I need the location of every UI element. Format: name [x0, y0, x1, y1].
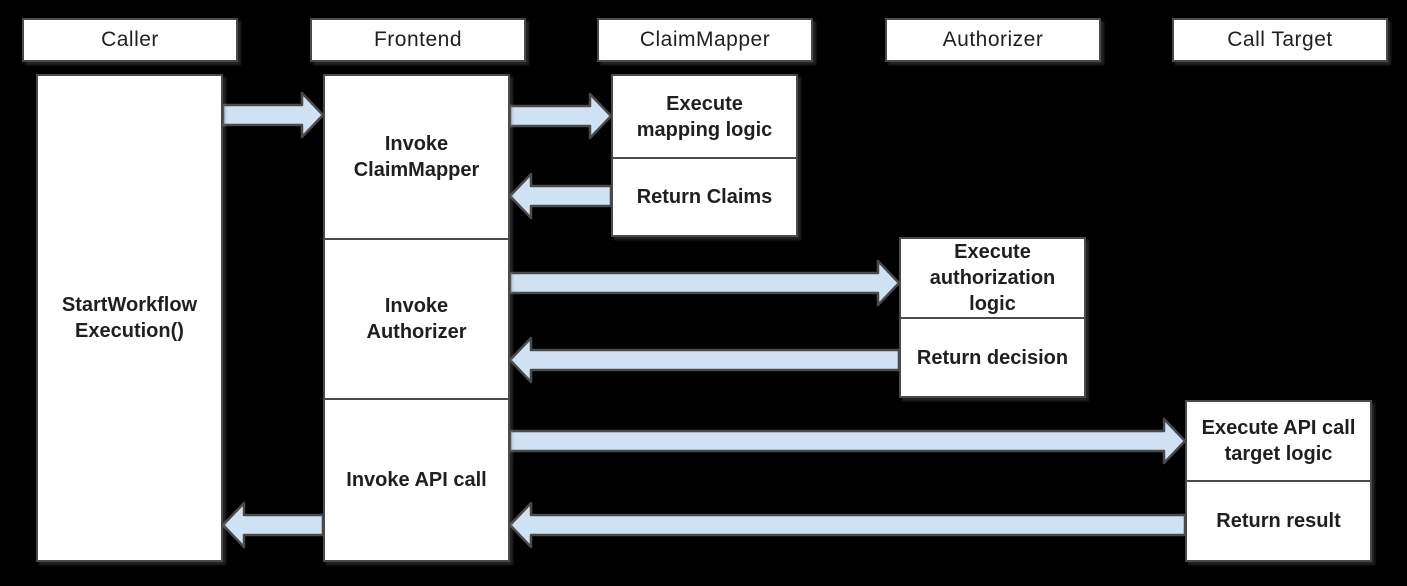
activation-label: Execute API call target logic — [1201, 417, 1356, 465]
activation-label: Return Claims — [636, 186, 773, 208]
activation-label: Return result — [1216, 510, 1341, 532]
arrow-authorizer-to-frontend-icon — [508, 336, 901, 384]
activation-label: StartWorkflow Execution() — [61, 294, 198, 342]
lifeline-label: Call Target — [1227, 28, 1333, 51]
lifeline-label: Authorizer — [942, 28, 1044, 51]
lifeline-label: Frontend — [373, 28, 463, 51]
lifeline-header-authorizer: Authorizer — [885, 18, 1101, 62]
lifeline-header-claimmapper: ClaimMapper — [597, 18, 813, 62]
arrow-frontend-to-authorizer-icon — [508, 259, 901, 307]
activation-section-invoke-authorizer: Invoke Authorizer — [325, 238, 508, 398]
activation-label: Invoke API call — [346, 469, 487, 491]
activation-caller: StartWorkflow Execution() — [36, 74, 223, 562]
lifeline-header-calltarget: Call Target — [1172, 18, 1388, 62]
activation-section-return-result: Return result — [1187, 480, 1370, 560]
activation-section-execute-api-call-target-logic: Execute API call target logic — [1187, 402, 1370, 480]
lifeline-label: ClaimMapper — [639, 28, 771, 51]
activation-section-execute-authorization-logic: Execute authorization logic — [901, 239, 1084, 317]
activation-section-return-claims: Return Claims — [613, 157, 796, 235]
activation-section-invoke-claimmapper: Invoke ClaimMapper — [325, 76, 508, 238]
arrow-frontend-to-calltarget-icon — [508, 417, 1187, 465]
activation-section-return-decision: Return decision — [901, 317, 1084, 396]
activation-calltarget: Execute API call target logic Return res… — [1185, 400, 1372, 562]
arrow-calltarget-to-frontend-icon — [508, 501, 1187, 549]
arrow-claimmapper-to-frontend-icon — [508, 172, 613, 220]
arrow-frontend-to-claimmapper-icon — [508, 92, 613, 140]
activation-section-execute-mapping-logic: Execute mapping logic — [613, 76, 796, 157]
activation-label: Invoke ClaimMapper — [353, 133, 480, 181]
activation-section-invoke-api-call: Invoke API call — [325, 398, 508, 560]
arrow-caller-to-frontend-icon — [221, 91, 325, 139]
activation-label: Invoke Authorizer — [366, 295, 467, 343]
lifeline-header-caller: Caller — [22, 18, 238, 62]
activation-label: Execute mapping logic — [636, 92, 773, 141]
lifeline-label: Caller — [101, 28, 159, 51]
activation-label: Execute authorization logic — [929, 241, 1056, 315]
activation-section-startworkflow: StartWorkflow Execution() — [38, 76, 221, 560]
lifeline-header-frontend: Frontend — [310, 18, 526, 62]
activation-frontend: Invoke ClaimMapper Invoke Authorizer Inv… — [323, 74, 510, 562]
activation-claimmapper: Execute mapping logic Return Claims — [611, 74, 798, 237]
activation-authorizer: Execute authorization logic Return decis… — [899, 237, 1086, 398]
arrow-frontend-to-caller-icon — [221, 501, 325, 549]
activation-label: Return decision — [916, 346, 1069, 369]
